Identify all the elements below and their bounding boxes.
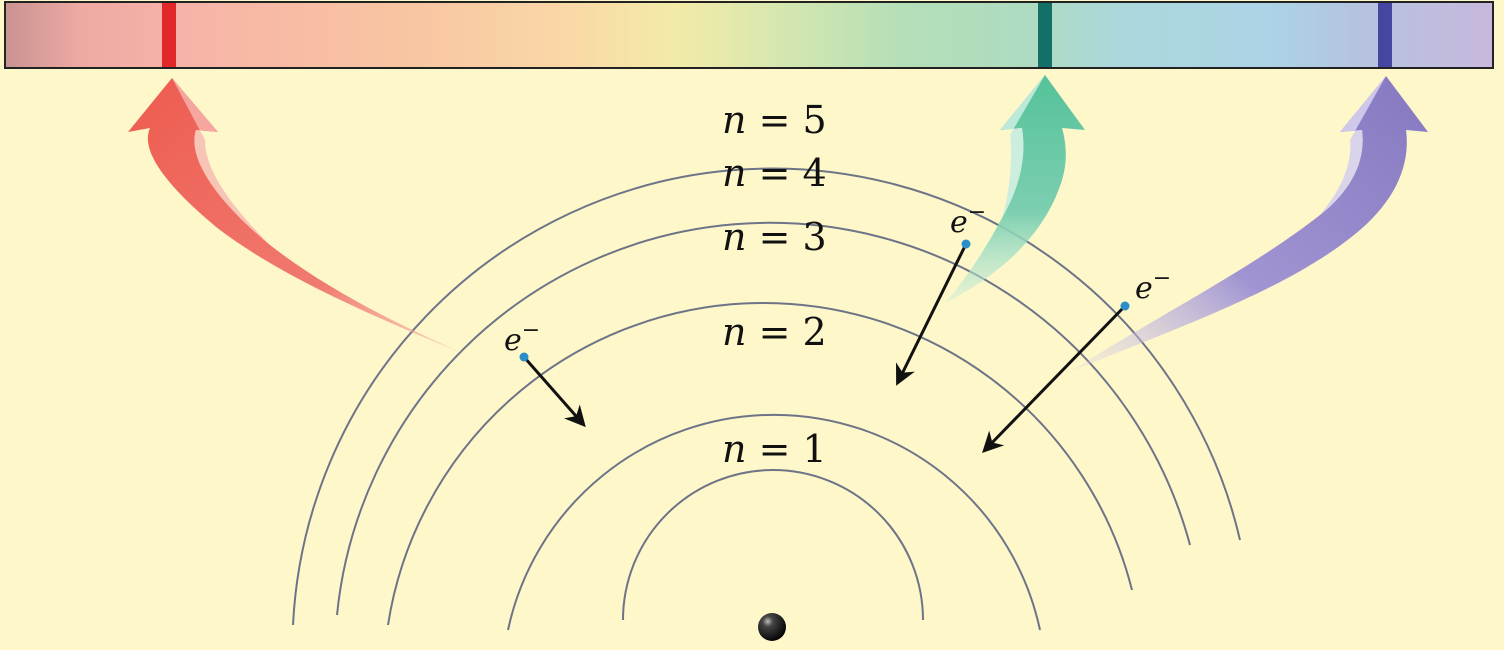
emission-spectrum-bar — [4, 1, 1494, 69]
electron-red — [519, 352, 529, 362]
red-photon-arrow — [128, 78, 515, 375]
green-spectral-line — [1038, 3, 1052, 67]
red-transition-arrow — [522, 356, 586, 428]
level-label-n5: n = 5 — [722, 98, 827, 142]
electron-violet — [1120, 301, 1130, 311]
transition-arrows — [522, 243, 1127, 454]
nucleus — [758, 613, 786, 641]
orbit-n5 — [292, 167, 1241, 626]
orbit-n1 — [622, 469, 924, 621]
red-spectral-line — [162, 3, 176, 67]
orbit-n4 — [336, 221, 1191, 616]
violet-photon-arrow — [1070, 76, 1428, 372]
electron-label-red: e− — [504, 318, 540, 358]
level-label-n4: n = 4 — [722, 151, 827, 195]
level-label-n2: n = 2 — [722, 310, 827, 354]
green-transition-arrow — [896, 243, 968, 386]
level-label-n3: n = 3 — [722, 215, 827, 259]
orbits — [292, 167, 1241, 631]
electrons — [519, 239, 1130, 362]
orbit-n3 — [387, 302, 1133, 626]
electron-label-green: e− — [950, 200, 986, 240]
violet-spectral-line — [1378, 3, 1392, 67]
electron-green — [961, 239, 971, 249]
orbit-n2 — [507, 413, 1041, 631]
violet-transition-arrow — [982, 304, 1127, 454]
green-photon-arrow — [945, 75, 1085, 303]
level-label-n1: n = 1 — [722, 427, 827, 471]
electron-label-violet: e− — [1135, 266, 1171, 306]
